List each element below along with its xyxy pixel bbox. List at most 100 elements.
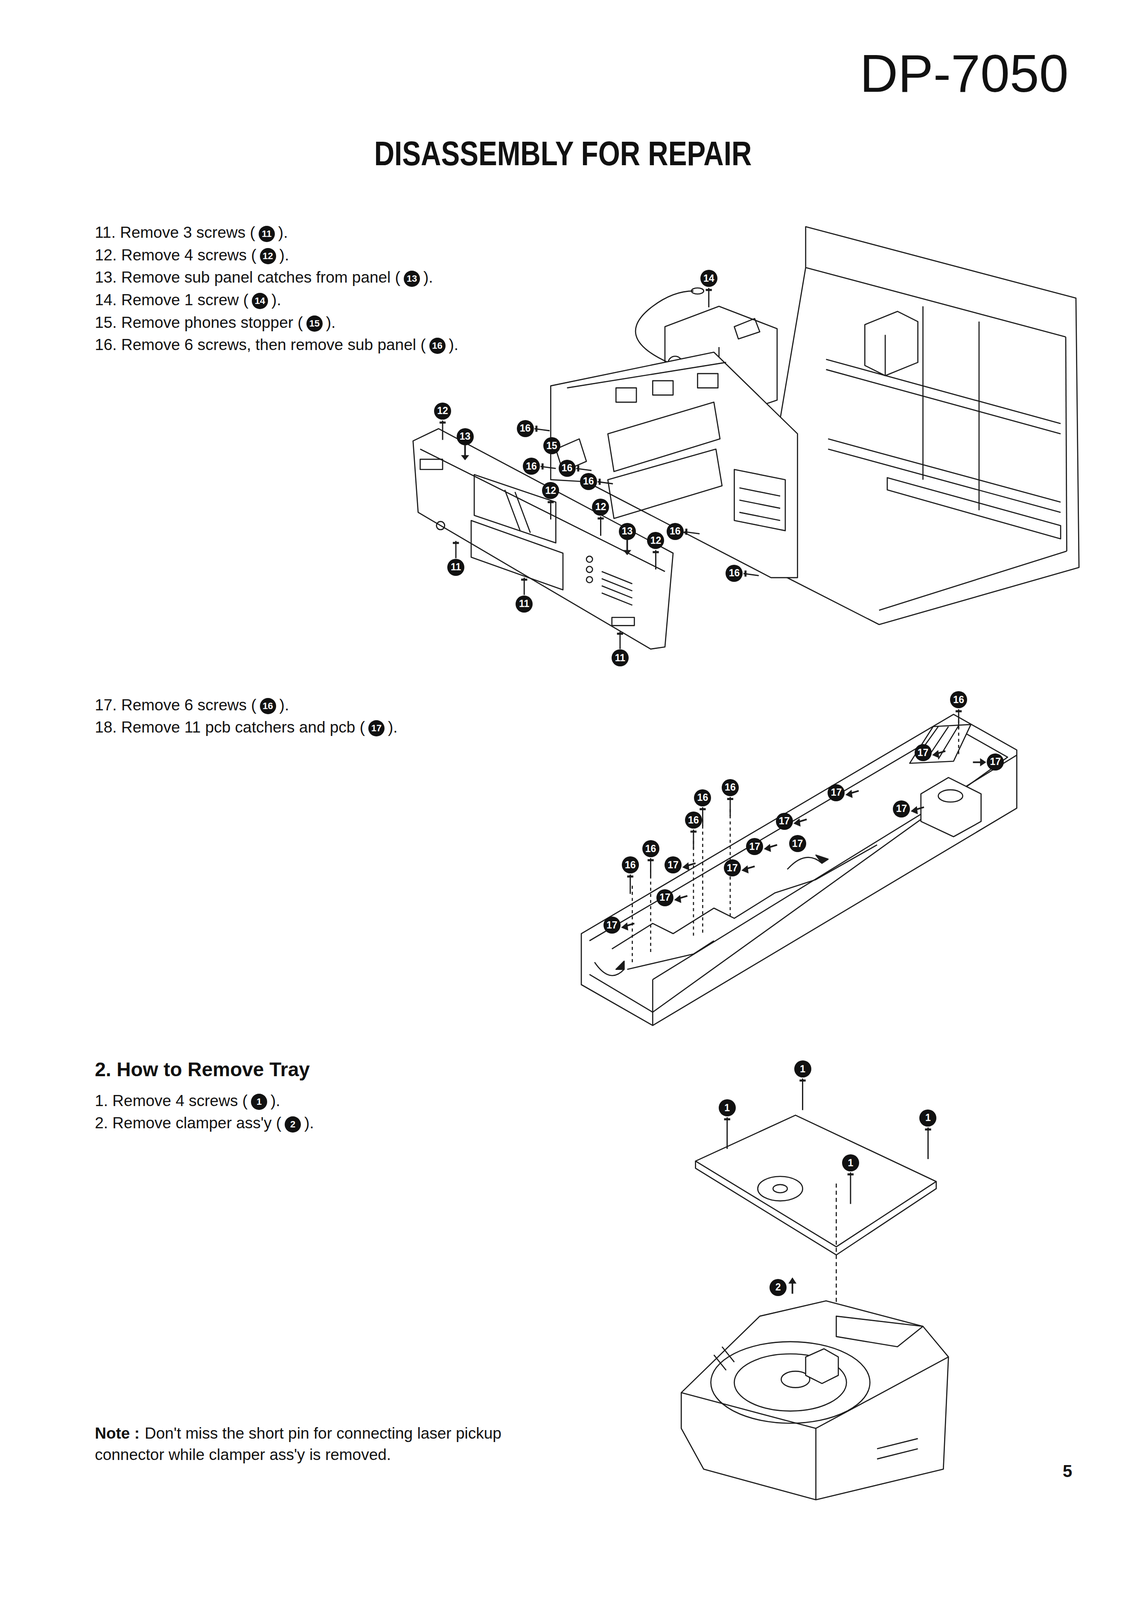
screw-head — [617, 632, 624, 635]
pcb-frame — [581, 714, 1017, 1026]
callout-number: 1 — [718, 1098, 736, 1117]
callout-box: 14 — [700, 269, 718, 287]
callout-box: 12 — [434, 402, 452, 420]
screw-head — [521, 578, 528, 581]
callout-box: 11 — [515, 595, 533, 613]
arrow-head — [623, 550, 632, 556]
arrow-head — [910, 805, 919, 814]
screw-head — [652, 550, 659, 554]
callout-number: 16 — [429, 337, 446, 354]
step-line: 1. Remove 4 screws (1). — [94, 1091, 280, 1111]
callout-box: 17 — [664, 856, 682, 874]
callout-number: 17 — [746, 837, 764, 855]
step-text: ). — [270, 1091, 281, 1110]
step-text: ). — [278, 223, 289, 242]
callout-box: 11 — [447, 558, 465, 576]
callout-box: 12 — [647, 531, 665, 549]
callout-box: 17 — [603, 916, 621, 934]
callout-number: 13 — [456, 428, 474, 446]
callout-number: 16 — [950, 690, 968, 709]
step-text: 13. Remove sub panel catches from panel … — [94, 268, 401, 286]
callout-number: 1 — [794, 1060, 812, 1078]
callout-box: 17 — [789, 834, 807, 852]
callout-box: 2 — [769, 1278, 787, 1296]
screw-head — [705, 288, 712, 292]
arrow-head — [793, 818, 801, 827]
screw-head — [924, 1128, 931, 1131]
step-text: 18. Remove 11 pcb catchers and pcb ( — [94, 718, 365, 736]
callout-number: 15 — [543, 437, 561, 455]
callout-box: 16 — [721, 778, 739, 796]
screw-head — [724, 1118, 731, 1121]
callout-number: 17 — [368, 719, 385, 737]
callout-number: 16 — [522, 457, 540, 475]
callout-number: 14 — [700, 269, 718, 287]
step-line: 12. Remove 4 screws (12). — [94, 245, 289, 265]
step-text: 1. Remove 4 screws ( — [94, 1091, 248, 1110]
step-text: ). — [279, 696, 290, 714]
callout-box: 17 — [892, 800, 910, 818]
step-text: ). — [448, 335, 459, 354]
arrow-head — [845, 789, 853, 798]
step-line: 2. Remove clamper ass'y (2). — [94, 1113, 314, 1133]
step-line: 11. Remove 3 screws (11). — [94, 223, 288, 242]
section-heading: 2. How to Remove Tray — [94, 1058, 310, 1081]
screw-head — [598, 478, 601, 485]
callout-box: 1 — [919, 1109, 937, 1127]
callout-number: 12 — [542, 481, 560, 499]
callout-box: 1 — [718, 1098, 736, 1117]
callout-box: 17 — [775, 812, 793, 830]
callout-number: 11 — [611, 649, 629, 667]
screw-shaft — [801, 1078, 804, 1110]
callout-number: 16 — [642, 839, 660, 857]
note-text: Don't miss the short pin for connecting … — [94, 1424, 502, 1464]
callout-number: 16 — [558, 459, 576, 477]
callout-number: 16 — [516, 419, 534, 438]
step-line: 14. Remove 1 screw (14). — [94, 290, 281, 310]
callout-box: 16 — [522, 457, 540, 475]
callout-number: 12 — [434, 402, 452, 420]
arrow-head — [460, 454, 470, 461]
callout-box: 16 — [642, 839, 660, 857]
callout-number: 16 — [621, 856, 639, 874]
screw-head — [847, 1173, 854, 1176]
callout-number: 14 — [251, 292, 269, 309]
step-text: ). — [387, 718, 398, 736]
callout-number: 17 — [986, 753, 1004, 771]
callout-box: 1 — [842, 1154, 860, 1172]
callout-number: 17 — [656, 889, 674, 907]
screw-head — [452, 541, 459, 544]
callout-box: 15 — [543, 437, 561, 455]
callout-box: 17 — [914, 743, 932, 761]
callout-number: 11 — [515, 595, 533, 613]
callout-number: 17 — [827, 784, 845, 802]
step-text: ). — [326, 313, 336, 332]
callout-number: 17 — [664, 856, 682, 874]
screw-head — [744, 570, 747, 577]
callout-box: 13 — [618, 522, 636, 540]
note-box: Note :Don't miss the short pin for conne… — [94, 1422, 548, 1466]
arrow-head — [763, 843, 772, 852]
step-line: 17. Remove 6 screws (16). — [94, 695, 289, 715]
page-number-box: 5 — [1062, 1461, 1073, 1481]
callout-box: 12 — [591, 498, 610, 516]
screw-shaft — [726, 1116, 728, 1149]
screw-head — [955, 710, 962, 713]
screw-shaft — [849, 1171, 852, 1204]
callout-box: 17 — [827, 784, 845, 802]
callout-box: 16 — [685, 811, 703, 829]
callout-number: 12 — [591, 498, 610, 516]
step-text: 14. Remove 1 screw ( — [94, 291, 249, 309]
screw-head — [577, 465, 580, 472]
step-text: ). — [271, 291, 282, 309]
callout-box: 12 — [542, 481, 560, 499]
arrow-head — [673, 894, 682, 903]
page-number: 5 — [1062, 1461, 1073, 1481]
step-text: 11. Remove 3 screws ( — [94, 223, 256, 242]
screw-head — [685, 528, 688, 535]
arrow-head — [682, 862, 690, 871]
callout-number: 2 — [284, 1116, 301, 1133]
note-label: Note : — [94, 1424, 140, 1442]
callout-number: 17 — [914, 743, 932, 761]
